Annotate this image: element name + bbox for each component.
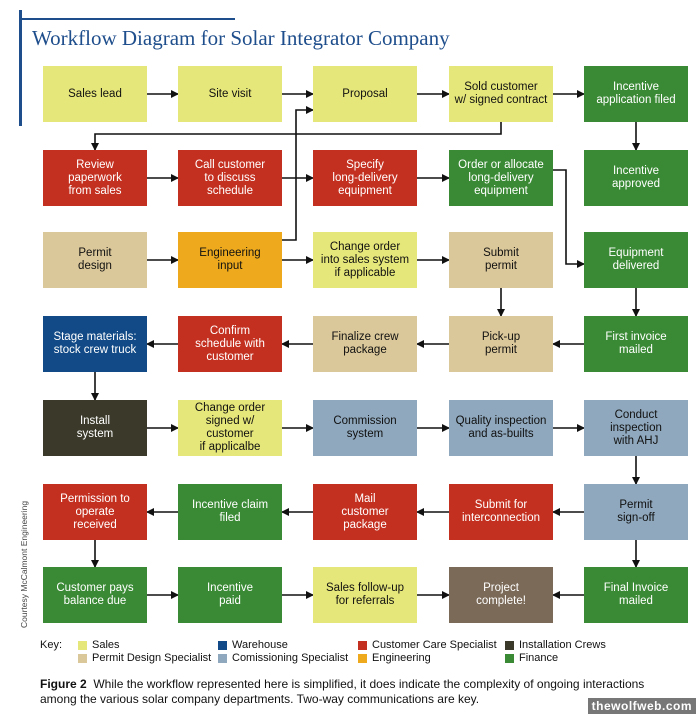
figure-caption: Figure 2 While the workflow represented … [40,677,680,707]
legend-label: Finance [519,652,559,664]
legend-label: Comissioning Specialist [232,652,349,664]
workflow-box-sold-customer: Sold customer w/ signed contract [449,66,553,122]
workflow-box-sales-lead: Sales lead [43,66,147,122]
legend-label: Customer Care Specialist [372,639,497,651]
legend-swatch [505,640,514,650]
workflow-box-incentive-approved: Incentive approved [584,150,688,206]
workflow-box-mail-package: Mail customer package [313,484,417,540]
legend-label: Engineering [372,652,431,664]
legend-swatch [78,640,87,650]
workflow-box-change-order-sales: Change order into sales system if applic… [313,232,417,288]
workflow-box-call-customer: Call customer to discuss schedule [178,150,282,206]
workflow-box-submit-interconnection: Submit for interconnection [449,484,553,540]
legend-label: Installation Crews [519,639,606,651]
workflow-box-equipment-delivered: Equipment delivered [584,232,688,288]
legend-swatch [78,653,87,663]
workflow-box-sales-followup: Sales follow-up for referrals [313,567,417,623]
workflow-box-incentive-paid: Incentive paid [178,567,282,623]
workflow-box-install-system: Install system [43,400,147,456]
legend-key-label: Key: [40,639,63,651]
legend-item-commissioning: Comissioning Specialist [218,652,348,664]
workflow-box-specify-equipment: Specify long-delivery equipment [313,150,417,206]
legend-item-customer-care: Customer Care Specialist [358,639,497,651]
workflow-box-permit-design: Permit design [43,232,147,288]
workflow-box-order-allocate: Order or allocate long-delivery equipmen… [449,150,553,206]
workflow-box-stage-materials: Stage materials: stock crew truck [43,316,147,372]
workflow-box-confirm-schedule: Confirm schedule with customer [178,316,282,372]
diagram-title: Workflow Diagram for Solar Integrator Co… [32,26,450,50]
workflow-box-quality-inspection: Quality inspection and as-builts [449,400,553,456]
watermark: thewolfweb.com [587,698,696,714]
workflow-box-review-paperwork: Review paperwork from sales [43,150,147,206]
legend-swatch [505,653,514,663]
arrow-engineering-to-proposal [282,106,314,241]
title-accent-horizontal-line [19,18,235,20]
legend-item-permit: Permit Design Specialist [78,652,211,664]
image-credit: Courtesy McCalmont Engineering [19,500,29,628]
workflow-box-permit-signoff: Permit sign-off [584,484,688,540]
workflow-box-commission-system: Commission system [313,400,417,456]
legend-label: Sales [92,639,120,651]
legend-item-engineering: Engineering [358,652,431,664]
workflow-box-finalize-crew: Finalize crew package [313,316,417,372]
figure-label: Figure 2 [40,677,87,691]
workflow-box-submit-permit: Submit permit [449,232,553,288]
workflow-box-pickup-permit: Pick-up permit [449,316,553,372]
legend-label: Warehouse [232,639,288,651]
workflow-box-incentive-app: Incentive application filed [584,66,688,122]
workflow-box-first-invoice: First invoice mailed [584,316,688,372]
arrow-sold-to-review-paperwork [91,122,502,151]
legend-item-warehouse: Warehouse [218,639,288,651]
workflow-box-proposal: Proposal [313,66,417,122]
legend-label: Permit Design Specialist [92,652,212,664]
title-accent-vertical-line [19,10,22,126]
legend-swatch [358,640,367,650]
workflow-box-customer-pays: Customer pays balance due [43,567,147,623]
arrow-order-to-equipment-delivered [553,169,585,268]
legend-item-sales: Sales [78,639,120,651]
legend-item-installation: Installation Crews [505,639,606,651]
workflow-box-permission-operate: Permission to operate received [43,484,147,540]
workflow-box-change-order-signed: Change order signed w/ customer if appli… [178,400,282,456]
legend-swatch [358,653,367,663]
legend-swatch [218,640,227,650]
caption-text: While the workflow represented here is s… [40,677,645,706]
workflow-box-incentive-claim: Incentive claim filed [178,484,282,540]
workflow-box-conduct-inspection: Conduct inspection with AHJ [584,400,688,456]
workflow-box-engineering-input: Engineering input [178,232,282,288]
workflow-box-site-visit: Site visit [178,66,282,122]
legend-swatch [218,653,227,663]
workflow-box-project-complete: Project complete! [449,567,553,623]
legend-item-finance: Finance [505,652,558,664]
workflow-box-final-invoice: Final Invoice mailed [584,567,688,623]
